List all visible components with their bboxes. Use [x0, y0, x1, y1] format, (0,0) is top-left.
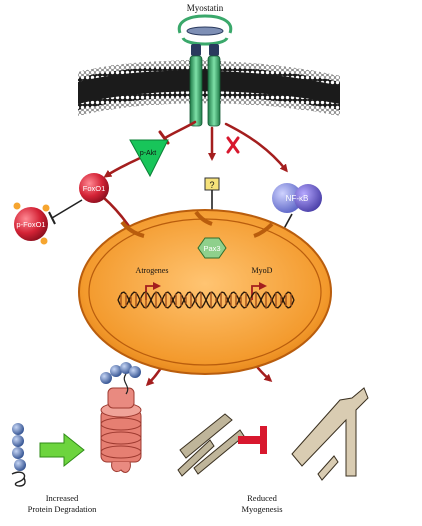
- p-foxo1-label: p-FoxO1: [16, 220, 45, 229]
- inhibition-bar-icon: [238, 426, 267, 454]
- phosphate-icon: [40, 237, 48, 245]
- increased-label-1: Increased: [46, 493, 79, 503]
- reduced-label-1: Reduced: [247, 493, 277, 503]
- foxo1-icon: [79, 173, 109, 203]
- myod-label: MyoD: [252, 266, 273, 275]
- proteasome-icon: [100, 387, 142, 473]
- atrogenes-label: Atrogenes: [136, 266, 169, 275]
- inhibit-foxo-phospho: [48, 199, 83, 225]
- dna-helix-icon: [117, 291, 295, 309]
- foxo1-label: FoxO1: [83, 184, 106, 193]
- ubiquitin-chain-icon: [100, 362, 141, 395]
- p-foxo1-icon: [13, 202, 50, 245]
- inhibit-akt-path: [163, 120, 197, 140]
- pax3-label: Pax3: [203, 244, 220, 253]
- myostatin-label: Myostatin: [187, 3, 224, 13]
- p-akt-label: p-Akt: [140, 150, 156, 157]
- receptor-icon: [189, 44, 221, 127]
- phosphate-icon: [42, 204, 50, 212]
- phosphate-icon: [13, 202, 21, 210]
- nf-kb-label: NF-κB: [286, 194, 309, 203]
- nucleus-icon: [78, 209, 332, 375]
- p-akt-icon: [129, 139, 169, 178]
- increased-label-2: Protein Degradation: [28, 504, 97, 514]
- big-green-arrow-icon: [39, 432, 85, 468]
- myoblast-icon: [177, 413, 245, 477]
- myotube-icon: [291, 387, 369, 481]
- unknown-factor-label: ?: [209, 180, 214, 190]
- reduced-label-2: Myogenesis: [241, 504, 282, 514]
- arrow-akt-to-foxo: [103, 156, 142, 178]
- myostatin-ligand-icon: [177, 14, 233, 46]
- pax3-icon: [197, 237, 227, 259]
- arrow-to-nfkb: [224, 122, 288, 173]
- block-x-icon: [226, 136, 240, 154]
- ubiquitinated-substrate-icon: [11, 423, 26, 487]
- nf-kb-icon: [272, 183, 322, 213]
